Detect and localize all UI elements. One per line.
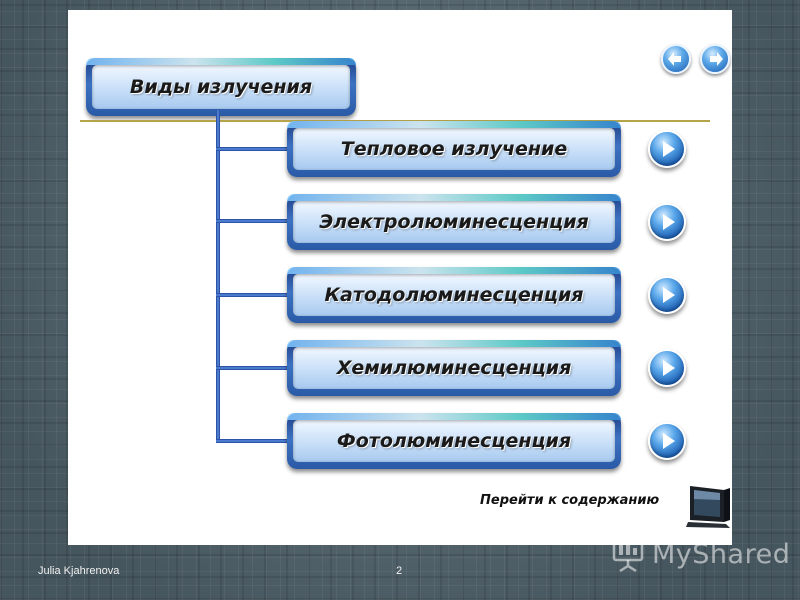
tree-branch-line — [216, 147, 288, 151]
play-icon — [663, 287, 675, 303]
watermark: MyShared — [608, 534, 790, 574]
item-box-chemiluminescence[interactable]: Хемилюминесценция — [287, 340, 621, 396]
play-icon — [663, 360, 675, 376]
title-box: Виды излучения — [86, 58, 356, 116]
item-box-face: Тепловое излучение — [293, 128, 615, 170]
toc-link[interactable]: Перейти к содержанию — [480, 493, 660, 508]
tree-branch-line — [216, 293, 288, 297]
slide-title: Виды излучения — [129, 76, 313, 98]
play-icon — [663, 141, 675, 157]
prev-slide-button[interactable] — [661, 44, 691, 74]
presentation-board-icon — [612, 536, 644, 573]
item-box-face: Катодолюминесценция — [293, 274, 615, 316]
play-button-photoluminescence[interactable] — [648, 422, 686, 460]
item-box-face: Хемилюминесценция — [293, 347, 615, 389]
play-button-thermal[interactable] — [648, 130, 686, 168]
footer-author: Julia Kjahrenova — [38, 565, 120, 577]
play-button-cathodoluminescence[interactable] — [648, 276, 686, 314]
item-label: Фотолюминесценция — [336, 430, 572, 452]
item-box-electroluminescence[interactable]: Электролюминесценция — [287, 194, 621, 250]
item-label: Тепловое излучение — [340, 138, 568, 160]
item-label: Хемилюминесценция — [336, 357, 572, 379]
slide-canvas: Виды излучения Тепловое излучение Электр… — [68, 10, 732, 545]
tree-branch-line — [216, 439, 288, 443]
play-button-electroluminescence[interactable] — [648, 203, 686, 241]
item-box-face: Электролюминесценция — [293, 201, 615, 243]
play-icon — [663, 214, 675, 230]
play-button-chemiluminescence[interactable] — [648, 349, 686, 387]
item-box-thermal[interactable]: Тепловое излучение — [287, 121, 621, 177]
arrow-left-icon — [668, 52, 681, 66]
watermark-text: MyShared — [652, 538, 791, 570]
page-number: 2 — [396, 565, 403, 577]
monitor-icon[interactable] — [684, 480, 732, 530]
item-box-photoluminescence[interactable]: Фотолюминесценция — [287, 413, 621, 469]
item-label: Катодолюминесценция — [324, 284, 584, 306]
arrow-right-icon — [710, 52, 723, 66]
tree-branch-line — [216, 219, 288, 223]
title-box-face: Виды излучения — [92, 65, 350, 109]
item-box-cathodoluminescence[interactable]: Катодолюминесценция — [287, 267, 621, 323]
play-icon — [663, 433, 675, 449]
tree-trunk-line — [216, 110, 220, 443]
item-box-face: Фотолюминесценция — [293, 420, 615, 462]
next-slide-button[interactable] — [700, 44, 730, 74]
item-label: Электролюминесценция — [319, 211, 589, 233]
tree-branch-line — [216, 366, 288, 370]
